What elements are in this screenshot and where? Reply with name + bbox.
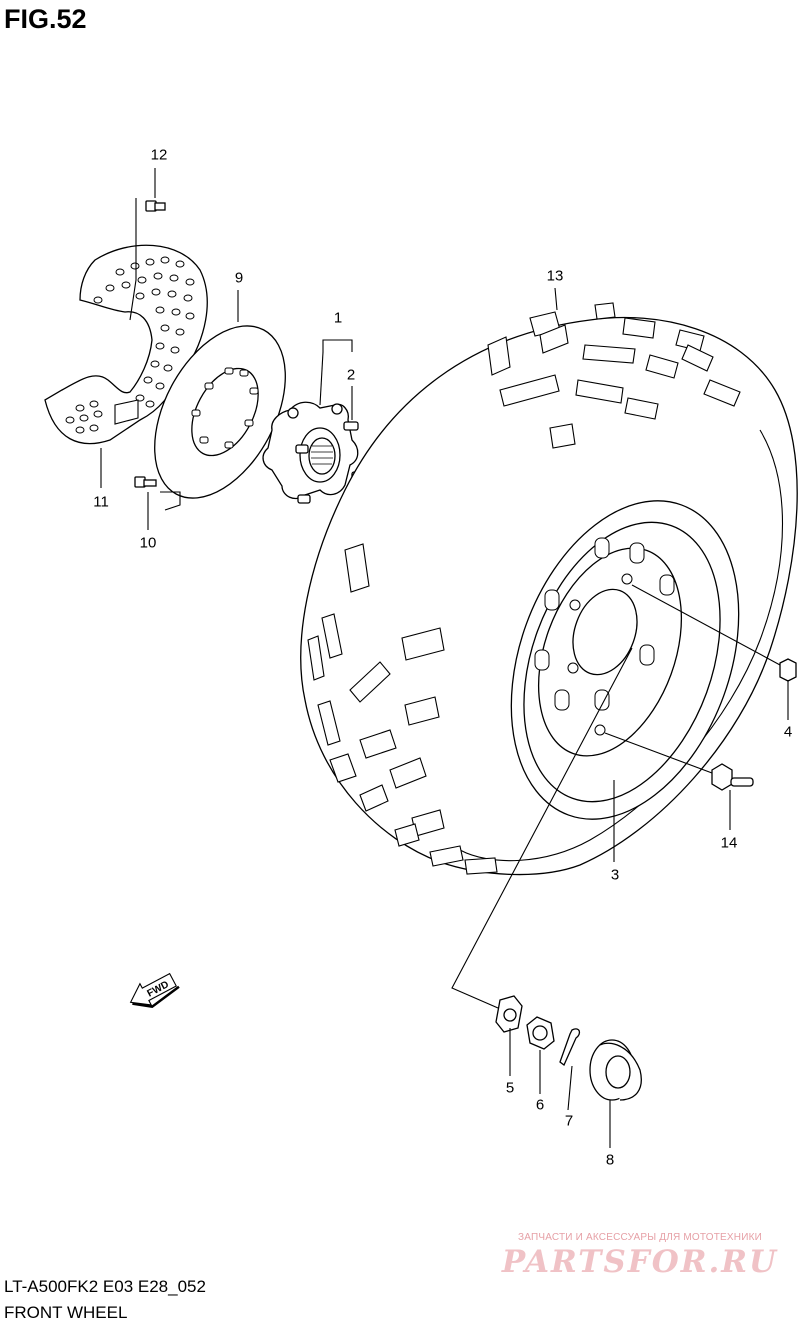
disc-guard-part-11 — [44, 244, 208, 445]
callout-1: 1 — [333, 309, 343, 327]
brake-disc-part-9 — [154, 325, 286, 499]
rim-part-3 — [510, 500, 740, 820]
washer-part-5 — [495, 995, 523, 1033]
callout-9: 9 — [234, 269, 244, 287]
callout-13: 13 — [546, 267, 564, 285]
wheel-nut-part-4 — [779, 658, 797, 682]
wheel-stud-part-14 — [711, 763, 754, 791]
bolt-part-10 — [134, 476, 157, 488]
figure-title: FIG.52 — [4, 4, 87, 34]
wheel-hub-part-1 — [262, 401, 359, 500]
hub-cap-part-8 — [589, 1039, 642, 1101]
callout-11: 11 — [93, 493, 109, 511]
castle-nut-part-6 — [526, 1016, 555, 1050]
section-name: FRONT WHEEL — [4, 1303, 128, 1322]
callout-14: 14 — [720, 834, 738, 852]
callout-8: 8 — [605, 1151, 615, 1169]
callout-12: 12 — [150, 146, 168, 164]
cotter-pin-part-7 — [559, 1028, 581, 1067]
watermark-brand: PARTSFOR.RU — [501, 1244, 779, 1280]
bolt-part-12 — [145, 200, 166, 212]
callout-6: 6 — [535, 1096, 545, 1114]
callout-2: 2 — [346, 366, 356, 384]
callout-10: 10 — [139, 534, 157, 552]
callout-3: 3 — [610, 866, 620, 884]
leader-lines — [100, 168, 789, 1148]
hub-studs-part-2 — [295, 421, 367, 504]
model-code: LT-A500FK2 E03 E28_052 — [4, 1277, 206, 1296]
watermark: ЗАПЧАСТИ И АКСЕССУАРЫ ДЛЯ МОТОТЕХНИКИ PA… — [490, 1232, 790, 1280]
callout-5: 5 — [505, 1079, 515, 1097]
callout-7: 7 — [564, 1112, 574, 1130]
fwd-direction-arrow: FWD — [129, 972, 180, 1009]
callout-4: 4 — [783, 723, 793, 741]
watermark-tagline: ЗАПЧАСТИ И АКСЕССУАРЫ ДЛЯ МОТОТЕХНИКИ — [517, 1232, 763, 1243]
